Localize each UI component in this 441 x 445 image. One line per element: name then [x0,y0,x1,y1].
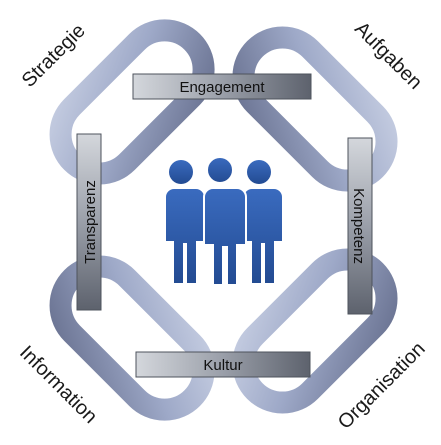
group-of-people-icon [166,156,282,286]
chain-link-bottom-left [49,255,215,421]
connector-left: Transparenz [76,133,102,311]
chain-link-top-left [49,19,215,185]
connector-bottom-label: Kultur [203,357,242,374]
corner-label-strategie: Strategie [18,20,90,92]
chain-link-bottom-right [232,248,398,414]
connector-top: Engagement [132,73,312,100]
connector-bottom: Kultur [135,351,311,378]
connector-right-label: Kompetenz [350,188,367,264]
corner-label-aufgaben: Aufgaben [350,18,426,94]
connector-right: Kompetenz [347,137,373,315]
connector-top-label: Engagement [179,79,265,96]
chain-link-top-right [232,26,398,192]
connector-left-label: Transparenz [82,180,99,264]
